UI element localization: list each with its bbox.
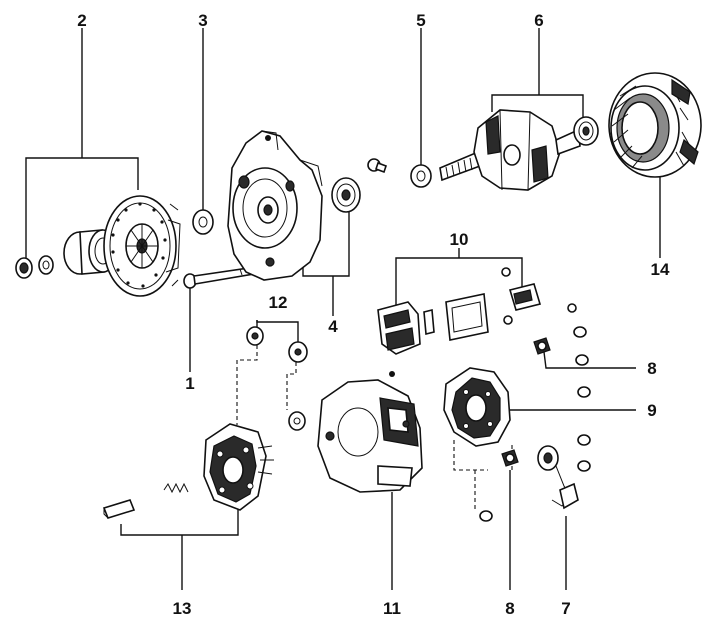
callout-8-bottom: 8 xyxy=(505,599,514,618)
insulator-12c xyxy=(288,411,306,431)
rotor xyxy=(439,109,581,191)
callout-9: 9 xyxy=(647,401,656,420)
bearing-screw xyxy=(367,158,388,174)
callout-8-top: 8 xyxy=(647,359,656,378)
leader-lines xyxy=(25,28,661,590)
callout-13: 13 xyxy=(173,599,192,618)
insulator-12a xyxy=(246,326,264,346)
spacer-5 xyxy=(410,164,432,188)
rear-bearing xyxy=(573,116,599,146)
callout-5: 5 xyxy=(416,11,425,30)
regulator-screws xyxy=(501,267,577,325)
brush xyxy=(102,499,136,519)
terminal-8-bottom xyxy=(501,449,519,467)
callout-11: 11 xyxy=(383,599,401,618)
callout-labels: 2 3 5 6 14 4 12 1 10 8 9 13 11 8 7 xyxy=(77,11,670,618)
regulator xyxy=(508,283,542,311)
stator xyxy=(608,72,702,178)
terminal-8-top xyxy=(533,337,551,355)
callout-14: 14 xyxy=(651,260,670,279)
callout-4: 4 xyxy=(328,317,338,336)
nuts xyxy=(479,326,591,522)
callout-7: 7 xyxy=(561,599,570,618)
callout-6: 6 xyxy=(534,11,543,30)
fan-assembly xyxy=(103,195,181,297)
rectifier-plate xyxy=(203,423,274,511)
callout-1: 1 xyxy=(185,374,194,393)
capacitor xyxy=(537,445,579,510)
rear-housing xyxy=(317,371,423,493)
drive-end-housing xyxy=(227,130,323,281)
brush-holder xyxy=(377,301,421,355)
spacer-3 xyxy=(192,209,214,235)
diode-plate xyxy=(443,367,511,447)
front-bearing xyxy=(331,177,361,213)
callout-10: 10 xyxy=(450,230,469,249)
brush-clip xyxy=(423,308,435,336)
brush-spring xyxy=(163,482,189,494)
regulator-gasket xyxy=(445,293,489,341)
insulator-12b xyxy=(288,341,308,363)
spring-washer xyxy=(38,255,54,275)
callout-2: 2 xyxy=(77,11,86,30)
callout-3: 3 xyxy=(198,11,207,30)
callout-12: 12 xyxy=(269,293,288,312)
pulley-nut xyxy=(15,257,33,279)
